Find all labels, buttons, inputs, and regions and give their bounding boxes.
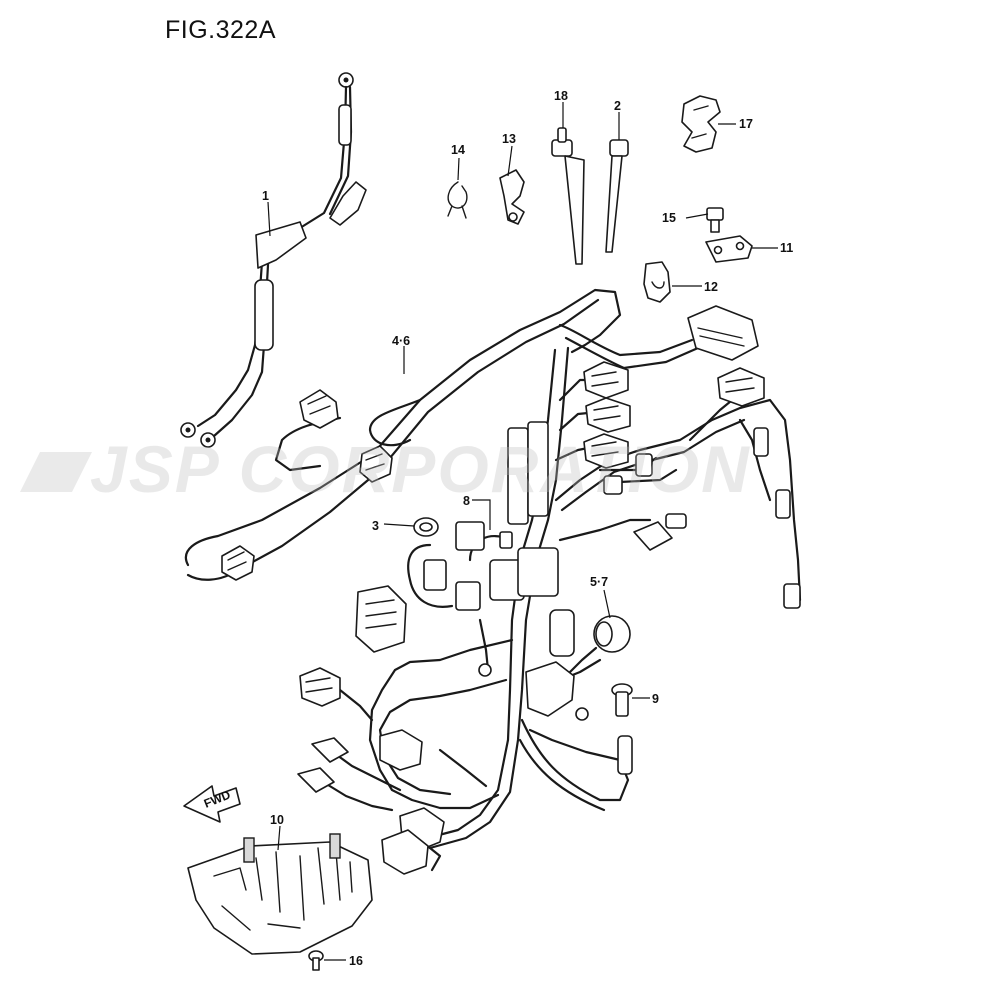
- terminal-pin: [611, 683, 633, 775]
- forward-direction-arrow: FWD: [183, 785, 241, 823]
- callout-9: 9: [652, 692, 659, 706]
- callout-leaders: [267, 102, 778, 961]
- callout-10: 10: [270, 813, 284, 827]
- elbow-connector: [329, 181, 367, 226]
- base-bracket: [187, 833, 373, 955]
- connector-lower-3: [311, 737, 349, 763]
- callout-15: 15: [662, 211, 676, 225]
- screw: [308, 950, 324, 971]
- connector-small-b: [603, 475, 623, 495]
- battery-cable: [180, 72, 367, 448]
- ring-terminal-mid: [478, 663, 492, 677]
- connector-coupler-left: [355, 585, 407, 653]
- small-connector: [499, 531, 513, 549]
- callout-17: 17: [739, 117, 753, 131]
- connector-mid-right: [525, 661, 575, 717]
- connector-lower-2: [379, 729, 423, 771]
- cable-clamp-large: [681, 95, 721, 153]
- ring-terminal-right: [575, 707, 589, 721]
- connector-center-b: [517, 547, 559, 597]
- callout-labels: 1 2 3 4·6 5·7 8 9 10 11 12 13 14 15 16 1…: [262, 89, 793, 968]
- resistor-b: [527, 421, 549, 517]
- connector-right-1: [583, 361, 629, 399]
- cable-junction-sleeve: [255, 221, 307, 269]
- harness-connectors: [221, 305, 801, 875]
- connector-left-2: [359, 445, 393, 483]
- callout-2: 2: [614, 99, 621, 113]
- callout-18: 18: [554, 89, 568, 103]
- callout-16: 16: [349, 954, 363, 968]
- cable-boot-top: [338, 104, 352, 146]
- harness-clip: [643, 261, 671, 303]
- cable-tie-mount: [551, 127, 585, 265]
- connector-right-5: [633, 521, 673, 551]
- connector-lower-6: [381, 829, 429, 875]
- connector-center-d: [455, 581, 481, 611]
- connector-right-2: [585, 397, 631, 433]
- ground-bracket: [705, 235, 753, 263]
- callout-1: 1: [262, 189, 269, 203]
- cable-clamp: [499, 169, 525, 225]
- figure-title: FIG.322A: [165, 16, 276, 44]
- callout-11: 11: [780, 241, 793, 255]
- connector-center-c: [423, 559, 447, 591]
- fuse-holder-b: [775, 489, 791, 519]
- sensor-body: [549, 609, 575, 657]
- callout-4-6: 4·6: [392, 334, 410, 348]
- connector-left-3: [221, 545, 255, 581]
- relay: [455, 521, 485, 551]
- fuse-holder-c: [783, 583, 801, 609]
- callout-13: 13: [502, 132, 516, 146]
- wire-clip: [447, 181, 468, 219]
- round-sensor: [568, 615, 631, 674]
- fuse-holder-a: [753, 427, 769, 457]
- connector-right-3: [583, 433, 629, 469]
- connector-small-a: [635, 453, 653, 477]
- callout-3: 3: [372, 519, 379, 533]
- grommet: [413, 517, 439, 537]
- connector-lower-4: [297, 767, 335, 793]
- connector-right-4: [717, 367, 765, 407]
- connector-lower-1: [299, 667, 341, 707]
- connector-left-1: [299, 389, 339, 429]
- watermark-logo: JSP CORPORATION: [20, 432, 751, 506]
- watermark-text: JSP CORPORATION: [90, 432, 751, 506]
- callout-8: 8: [463, 494, 470, 508]
- callout-5-7: 5·7: [590, 575, 608, 589]
- callout-14: 14: [451, 143, 465, 157]
- callout-12: 12: [704, 280, 718, 294]
- bolt: [706, 207, 724, 233]
- cable-tie: [605, 139, 629, 253]
- cable-sleeve: [254, 279, 274, 351]
